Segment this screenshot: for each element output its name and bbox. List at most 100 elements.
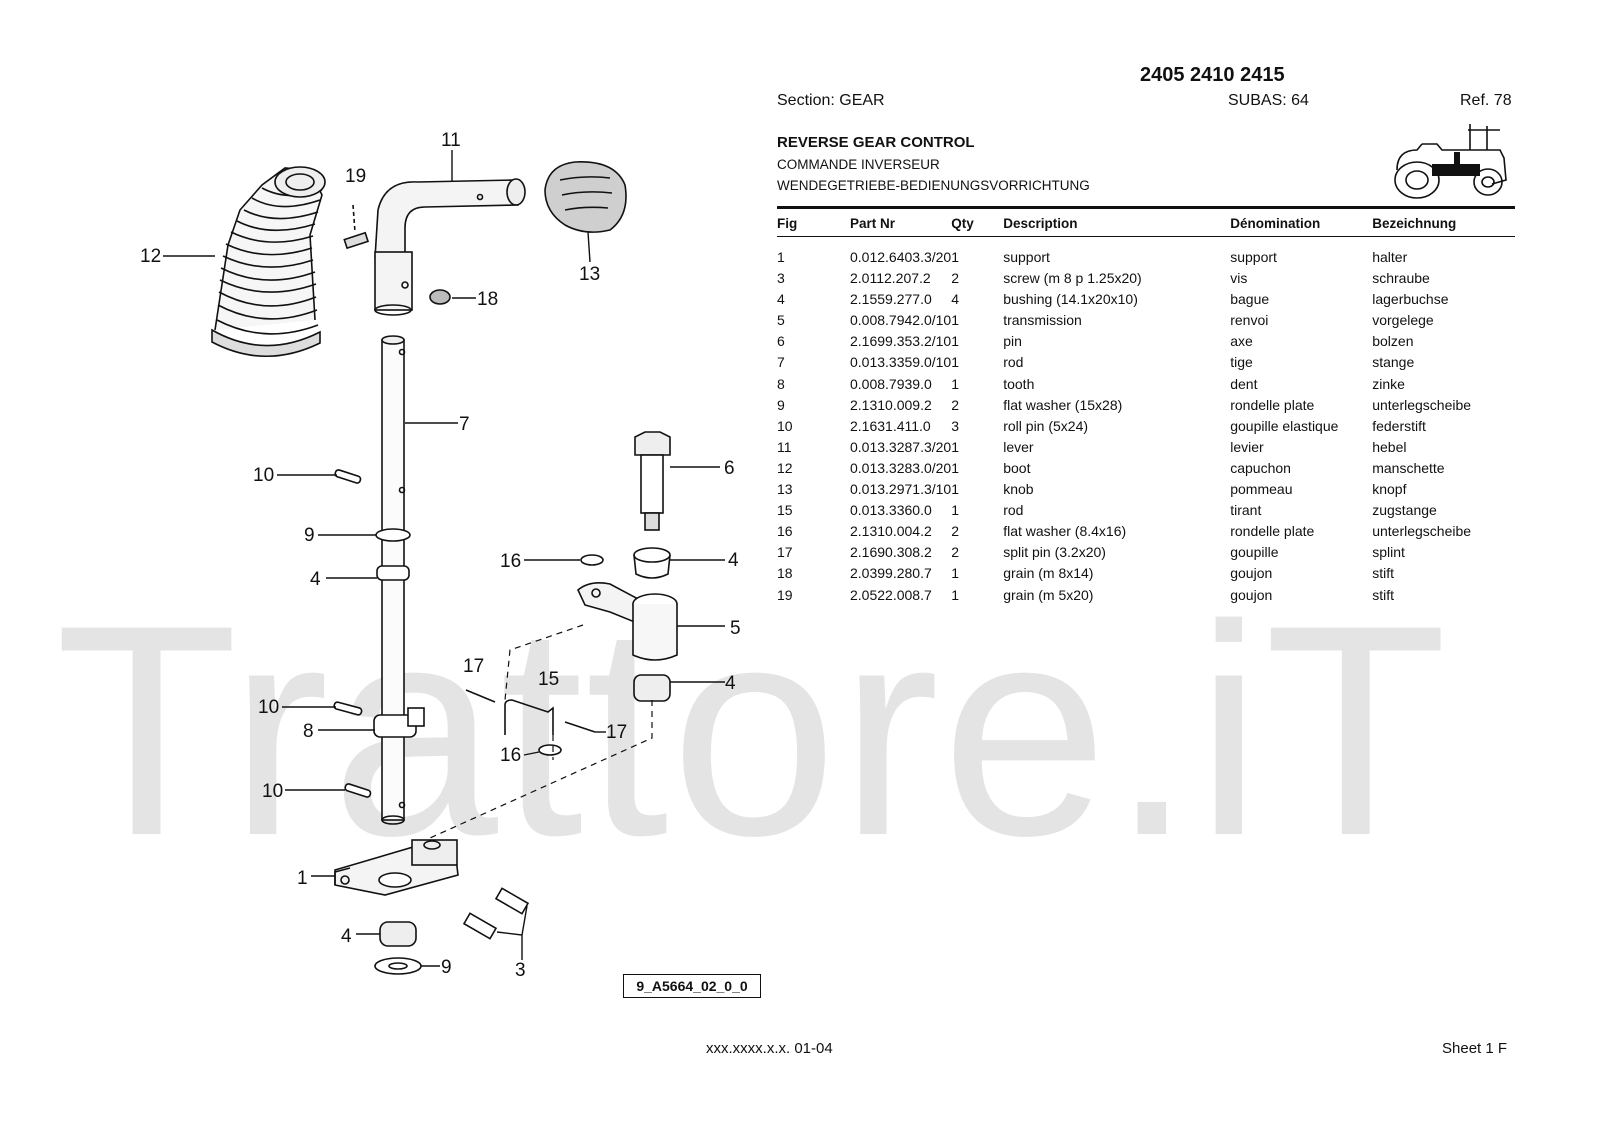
screw-part-3-b xyxy=(462,912,498,940)
cell-denomination: rondelle plate xyxy=(1230,523,1315,540)
callout-16-a: 16 xyxy=(500,551,521,572)
cell-bezeichnung: hebel xyxy=(1372,438,1407,455)
cell-bezeichnung: lagerbuchse xyxy=(1372,291,1449,308)
cell-fig: 16 xyxy=(777,523,793,540)
cell-part-nr: 2.1559.277.0 xyxy=(850,291,932,308)
roll-pin-10-a xyxy=(334,469,362,484)
col-description: Description xyxy=(1003,206,1231,237)
cell-part-nr: 0.013.3287.3/20 xyxy=(850,438,952,455)
cell-fig: 1 xyxy=(777,249,785,265)
cell-denomination: rondelle plate xyxy=(1230,396,1315,413)
cell-qty: 1 xyxy=(951,375,960,392)
cell-description: split pin (3.2x20) xyxy=(1003,544,1106,561)
callout-5: 5 xyxy=(730,618,741,639)
cell-bezeichnung: splint xyxy=(1372,544,1405,561)
callout-10-b: 10 xyxy=(258,697,279,718)
boot-part-12 xyxy=(211,166,326,357)
cell-bezeichnung: zugstange xyxy=(1372,502,1437,519)
callout-9-b: 9 xyxy=(441,957,452,978)
cell-bezeichnung: stange xyxy=(1372,354,1415,371)
grain-part-18 xyxy=(429,289,451,305)
cell-denomination: vis xyxy=(1230,270,1248,287)
split-pin-17-b xyxy=(564,721,596,733)
washer-part-9-bottom xyxy=(374,957,422,975)
bushing-part-4-bottom xyxy=(379,921,417,947)
bushing-part-4-right-top xyxy=(633,547,671,579)
cell-part-nr: 0.012.6403.3/20 xyxy=(850,249,952,265)
cell-bezeichnung: zinke xyxy=(1372,375,1405,392)
cell-denomination: dent xyxy=(1230,375,1258,392)
cell-qty: 3 xyxy=(951,417,960,434)
washer-part-16-top xyxy=(580,554,604,566)
cell-fig: 18 xyxy=(777,565,793,582)
cell-qty: 1 xyxy=(951,565,960,582)
callout-10-c: 10 xyxy=(262,781,283,802)
cell-part-nr: 2.1699.353.2/10 xyxy=(850,333,952,350)
cell-description: support xyxy=(1003,249,1050,265)
cell-bezeichnung: manschette xyxy=(1372,459,1445,476)
callout-16-b: 16 xyxy=(500,745,521,766)
cell-description: pin xyxy=(1003,333,1022,350)
tooth-part-8 xyxy=(373,707,425,738)
cell-qty: 1 xyxy=(951,586,960,603)
lever-part-11 xyxy=(374,178,526,316)
bushing-part-4-upper xyxy=(376,565,410,581)
exploded-parts-drawing: 12 11 19 13 18 7 10 6 9 16 4 4 5 17 15 4… xyxy=(140,130,741,981)
cell-description: grain (m 5x20) xyxy=(1003,586,1094,603)
callout-19: 19 xyxy=(345,166,366,187)
cell-bezeichnung: stift xyxy=(1372,565,1394,582)
callout-6: 6 xyxy=(724,458,735,479)
knob-part-13 xyxy=(544,161,627,233)
cell-fig: 9 xyxy=(777,396,785,413)
cell-description: rod xyxy=(1003,502,1024,519)
callout-4-c: 4 xyxy=(725,673,736,694)
table-header-row: Fig Part Nr Qty Description Dénomination… xyxy=(777,206,1515,237)
col-fig: Fig xyxy=(777,206,850,237)
cell-part-nr: 0.013.2971.3/10 xyxy=(850,481,952,498)
cell-bezeichnung: unterlegscheibe xyxy=(1372,523,1472,540)
cell-fig: 4 xyxy=(777,291,785,308)
cell-qty: 1 xyxy=(951,354,960,371)
cell-fig: 17 xyxy=(777,544,793,561)
footer-code: xxx.xxxx.x.x. 01-04 xyxy=(706,1040,833,1057)
cell-bezeichnung: halter xyxy=(1372,249,1408,265)
cell-bezeichnung: unterlegscheibe xyxy=(1372,396,1472,413)
split-pin-17-a xyxy=(465,689,496,703)
cell-denomination: goujon xyxy=(1230,586,1273,603)
cell-part-nr: 2.1310.004.2 xyxy=(850,523,932,540)
callout-13: 13 xyxy=(579,264,600,285)
cell-fig: 11 xyxy=(777,438,792,455)
tractor-icon xyxy=(1394,124,1507,199)
cell-qty: 1 xyxy=(951,312,960,329)
cell-part-nr: 2.0399.280.7 xyxy=(850,565,932,582)
cell-qty: 1 xyxy=(951,333,960,350)
cell-description: screw (m 8 p 1.25x20) xyxy=(1003,270,1142,287)
cell-part-nr: 2.1631.411.0 xyxy=(850,417,931,434)
callout-4-a: 4 xyxy=(728,550,739,571)
cell-bezeichnung: vorgelege xyxy=(1372,312,1434,329)
cell-qty: 2 xyxy=(951,396,960,413)
cell-denomination: axe xyxy=(1230,333,1253,350)
col-part-nr: Part Nr xyxy=(850,206,952,237)
washer-part-9 xyxy=(375,528,411,542)
bushing-part-4-right-bottom xyxy=(633,674,671,702)
cell-part-nr: 2.1310.009.2 xyxy=(850,396,932,413)
cell-description: grain (m 8x14) xyxy=(1003,565,1094,582)
col-bezeichnung: Bezeichnung xyxy=(1372,206,1515,237)
cell-qty: 1 xyxy=(951,481,960,498)
cell-fig: 10 xyxy=(777,417,793,434)
cell-part-nr: 2.0112.207.2 xyxy=(850,270,931,287)
grain-part-19 xyxy=(343,204,370,250)
cell-fig: 13 xyxy=(777,481,793,498)
cell-denomination: capuchon xyxy=(1230,459,1291,476)
